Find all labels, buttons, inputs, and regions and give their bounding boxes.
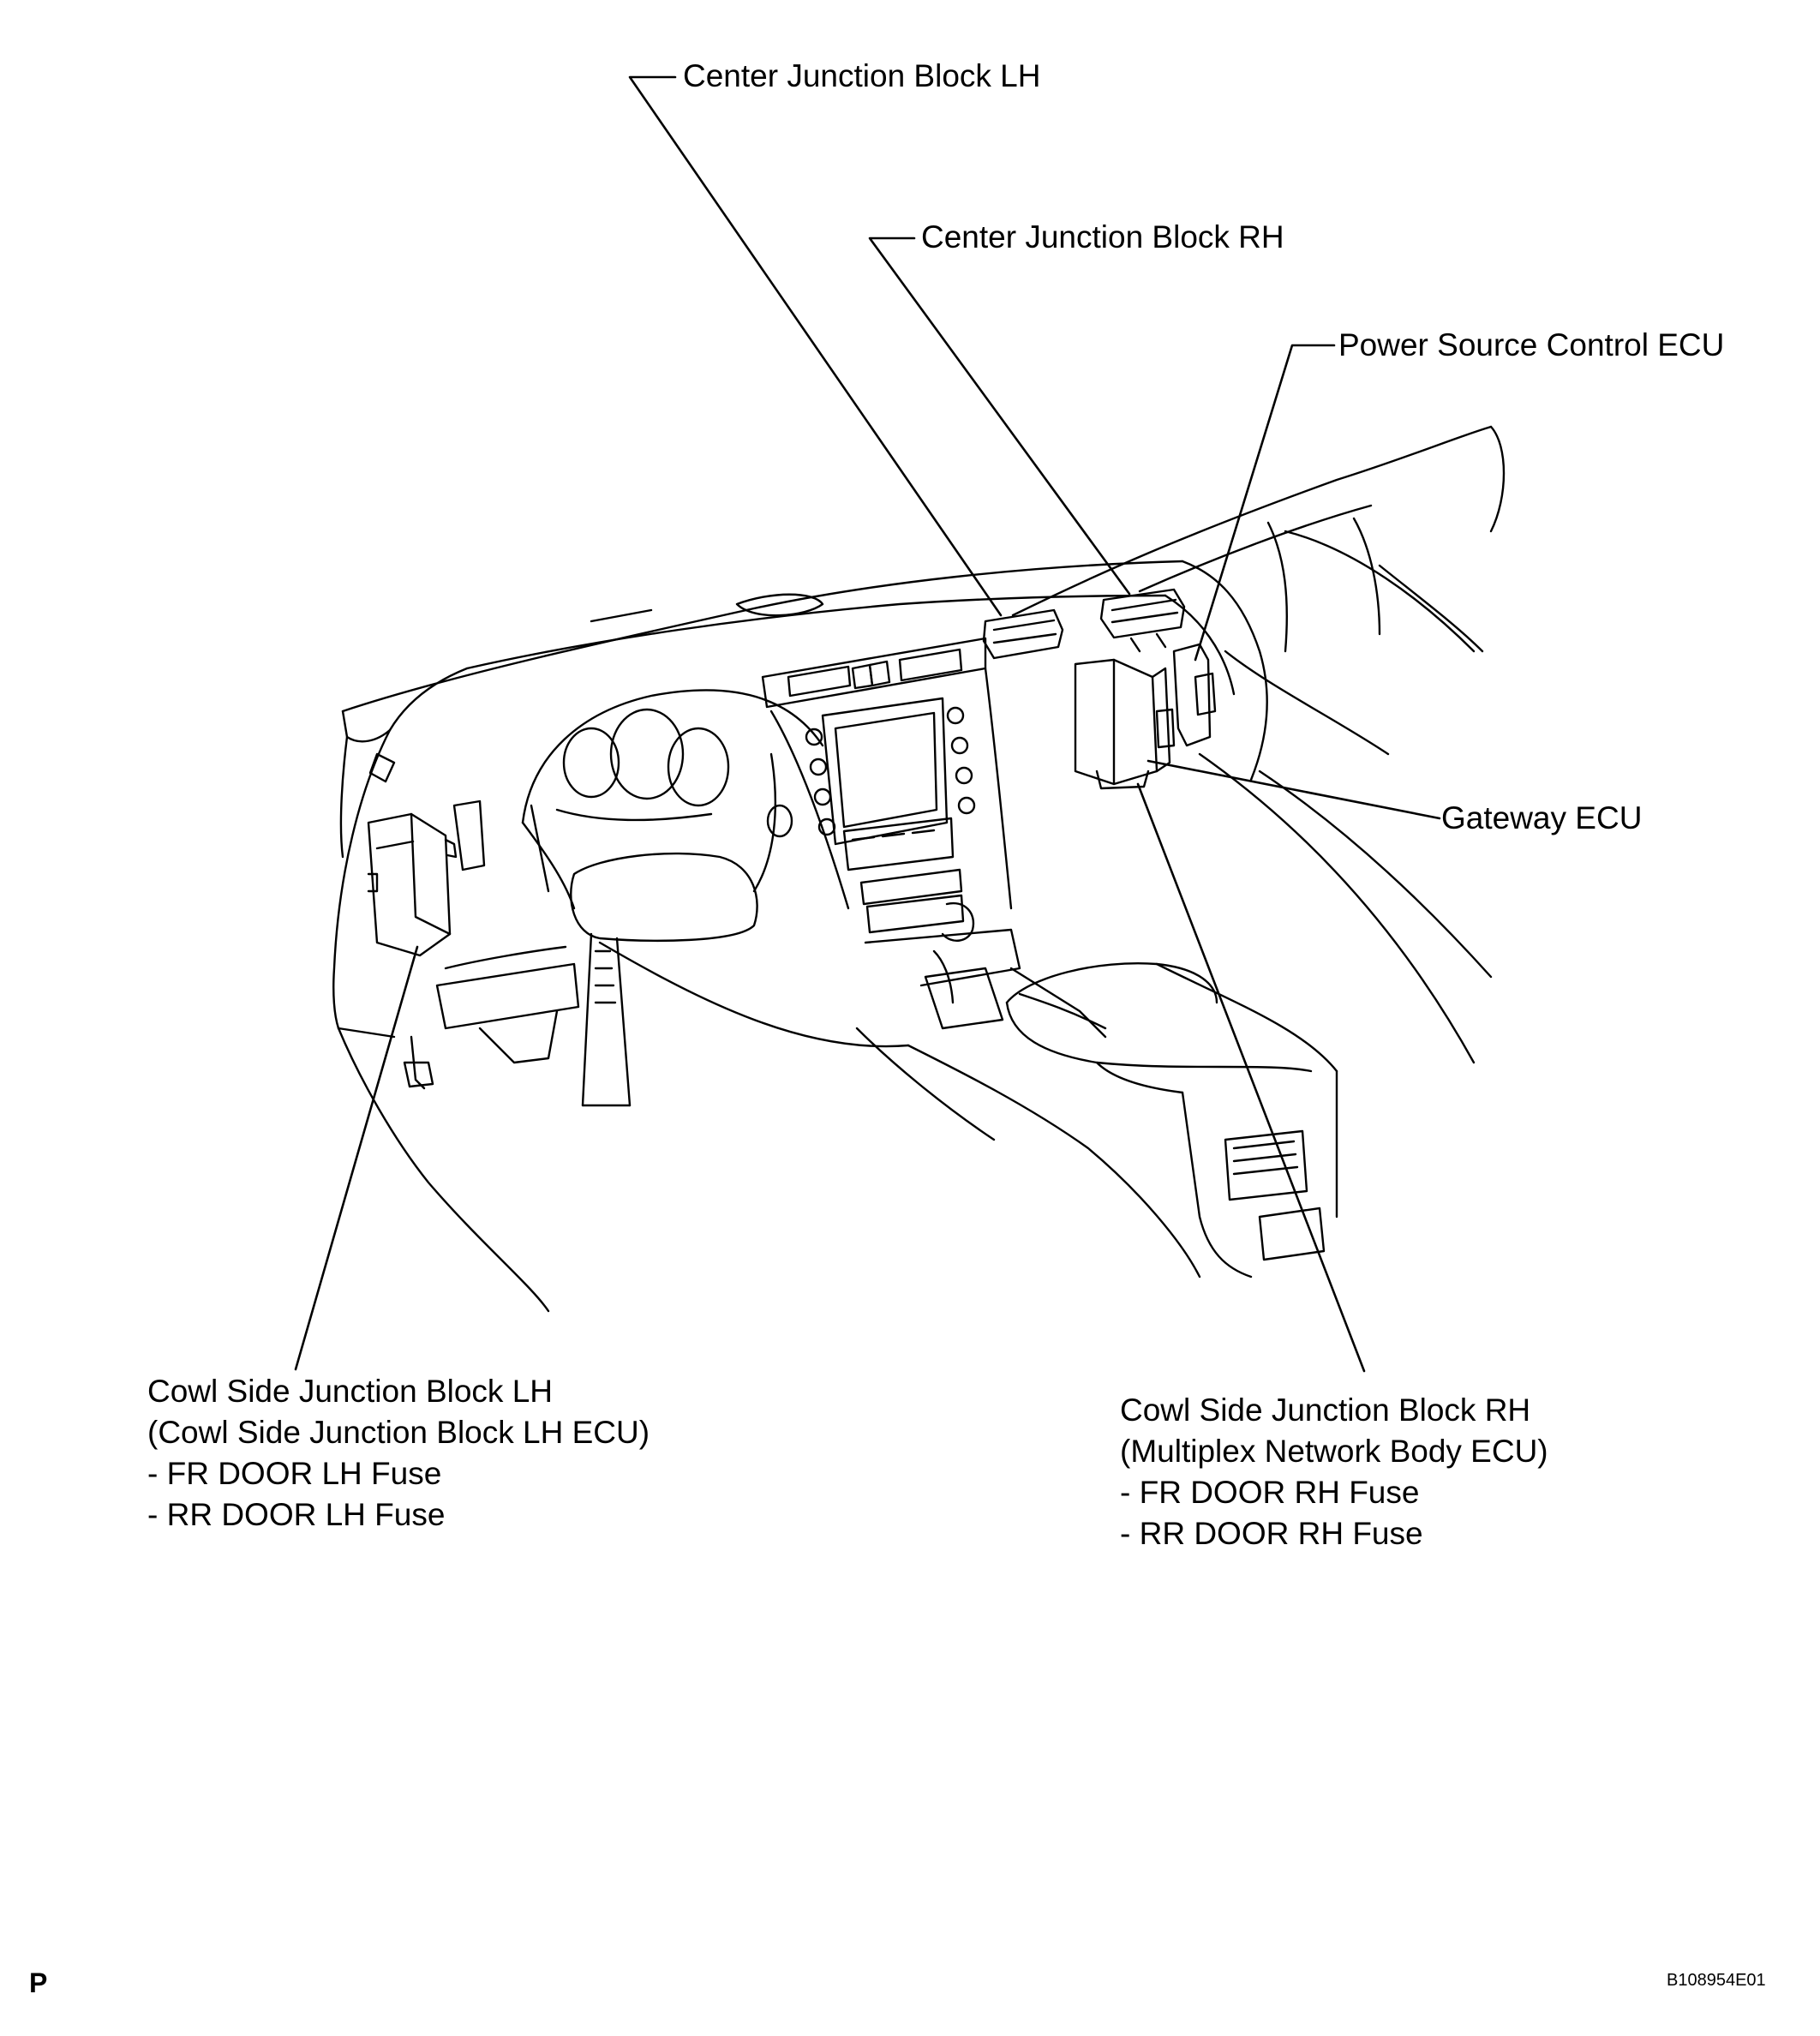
cowl-lh-fuse-fr: - FR DOOR LH Fuse [147, 1456, 442, 1491]
center-junction-block-lh-part [982, 608, 1064, 660]
right-door-trim [1198, 650, 1493, 1064]
center-stack [761, 637, 1013, 934]
center-stack-knobs [805, 706, 976, 836]
cowl-rh-title: Cowl Side Junction Block RH [1120, 1392, 1531, 1428]
label-power-source-control-ecu: Power Source Control ECU [1338, 327, 1725, 362]
windshield-outline [1011, 425, 1506, 653]
label-cowl-side-junction-block-rh: Cowl Side Junction Block RH (Multiplex N… [1120, 1390, 1548, 1554]
leader-center-jb-rh [868, 237, 1131, 596]
label-center-junction-block-lh: Center Junction Block LH [683, 58, 1041, 93]
label-center-junction-block-rh: Center Junction Block RH [921, 219, 1284, 254]
figure-code: B108954E01 [1667, 1971, 1766, 1990]
leader-cowl-jb-rh [1136, 782, 1366, 1373]
leader-power-source-ecu [1194, 344, 1336, 662]
leader-cowl-jb-lh [294, 945, 419, 1371]
dashboard-top [341, 560, 1268, 781]
cowl-rh-fuse-fr: - FR DOOR RH Fuse [1120, 1475, 1420, 1510]
leader-center-jb-lh [628, 75, 1003, 617]
instrument-cluster [521, 689, 824, 1107]
center-junction-block-rh-part [1099, 588, 1186, 653]
cowl-lh-subtitle: (Cowl Side Junction Block LH ECU) [147, 1415, 650, 1450]
page-letter: P [29, 1967, 48, 1998]
leader-gateway-ecu [1146, 759, 1441, 820]
cowl-jb-lh-part [367, 812, 458, 957]
label-gateway-ecu: Gateway ECU [1441, 800, 1643, 835]
label-cowl-side-junction-block-lh: Cowl Side Junction Block LH (Cowl Side J… [147, 1371, 650, 1536]
cowl-rh-subtitle: (Multiplex Network Body ECU) [1120, 1434, 1548, 1469]
leader-lines [294, 75, 1441, 1373]
cowl-lh-fuse-rr: - RR DOOR LH Fuse [147, 1497, 446, 1532]
gateway-ecu-part [1074, 658, 1176, 790]
floor-console [598, 901, 1338, 1278]
left-dash-panel [332, 728, 580, 1313]
cowl-lh-title: Cowl Side Junction Block LH [147, 1374, 553, 1409]
cowl-rh-fuse-rr: - RR DOOR RH Fuse [1120, 1516, 1423, 1551]
